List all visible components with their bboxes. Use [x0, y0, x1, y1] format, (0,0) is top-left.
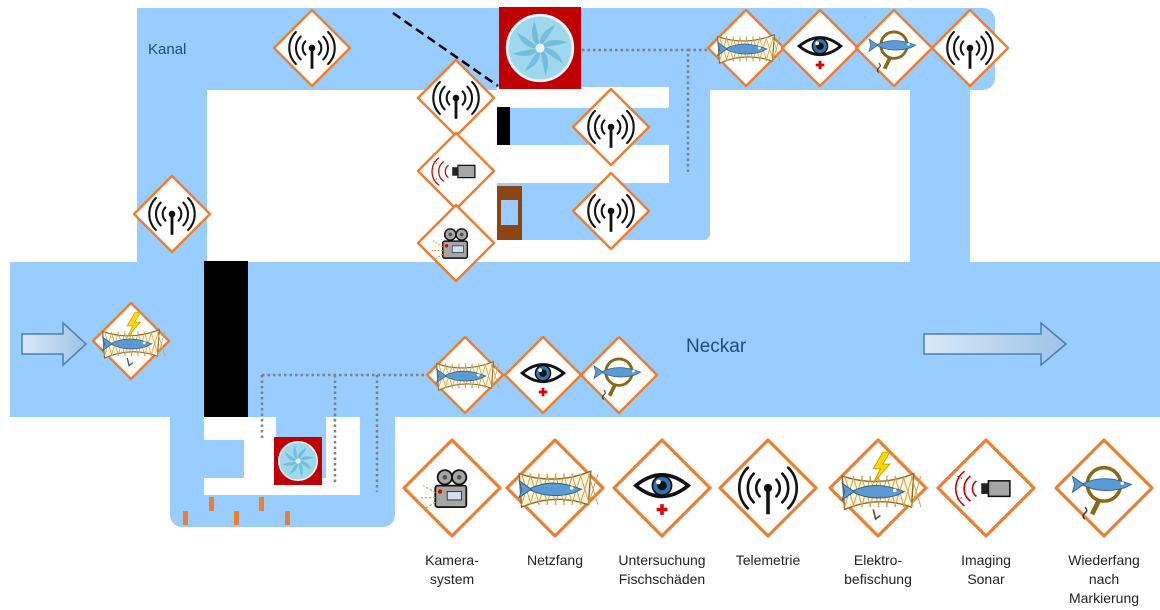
method-badges	[91, 8, 1010, 415]
legend-badges	[402, 438, 1154, 538]
telemetry-badge-canal-left	[132, 174, 212, 254]
camera-badge-inner	[416, 203, 496, 283]
weir-gate	[204, 261, 248, 417]
land-areas	[204, 87, 669, 495]
telemetry-badge-inner-top	[416, 58, 496, 138]
legend-antenna-icon	[718, 438, 818, 538]
telemetry-badge-canal-right	[930, 8, 1010, 88]
legend-label-electrofish: Elektro- befischung	[844, 552, 912, 587]
legend-electrofish-icon	[828, 438, 928, 538]
electrofish-badge-river	[91, 301, 171, 381]
legend-net-icon	[505, 438, 605, 538]
flow-arrow-left	[21, 321, 88, 367]
island-inner-1	[497, 87, 669, 107]
bypass-island-2	[244, 417, 276, 489]
turbine-main	[499, 7, 581, 89]
legend-label-antenna: Telemetrie	[735, 552, 801, 568]
fish-guide-stakes	[183, 497, 290, 525]
legend-camera-icon	[402, 438, 502, 538]
canal-label: Kanal	[148, 41, 186, 58]
recapture-badge-bypass	[579, 335, 659, 415]
recapture-badge-canal	[854, 8, 934, 88]
legend-recapture-icon	[1054, 438, 1154, 538]
legend-sonar-icon	[936, 438, 1036, 538]
telemetry-badge-basin-bottom	[571, 171, 651, 251]
legend-label-eye: Untersuchung Fischschäden	[618, 552, 706, 587]
bypass-island-1	[204, 417, 248, 440]
bypass-island-5	[346, 417, 360, 495]
telemetry-badge-basin-top	[571, 87, 651, 167]
legend-label-net: Netzfang	[526, 552, 584, 568]
legend-label-camera: Kamera- system	[425, 552, 479, 587]
telemetry-badge-canal-top	[272, 8, 352, 88]
island-inner-2	[497, 145, 669, 183]
net-badge-bypass	[425, 335, 505, 415]
wooden-gate	[497, 186, 522, 240]
legend-label-recapture: Wiederfang nach Markierung	[1068, 552, 1140, 606]
river-label: Neckar	[686, 336, 747, 357]
legend-eye-icon	[612, 438, 712, 538]
eye-badge-bypass	[503, 335, 583, 415]
intake-gate	[497, 107, 510, 145]
cable-lines	[260, 48, 712, 492]
legend-label-sonar: Imaging Sonar	[961, 552, 1011, 587]
screen-line	[392, 11, 499, 88]
net-badge-canal	[706, 8, 786, 88]
flow-arrow-right	[923, 321, 1068, 367]
turbine-bypass	[274, 437, 322, 485]
eye-badge-canal	[780, 8, 860, 88]
sonar-badge-inner	[416, 131, 496, 211]
